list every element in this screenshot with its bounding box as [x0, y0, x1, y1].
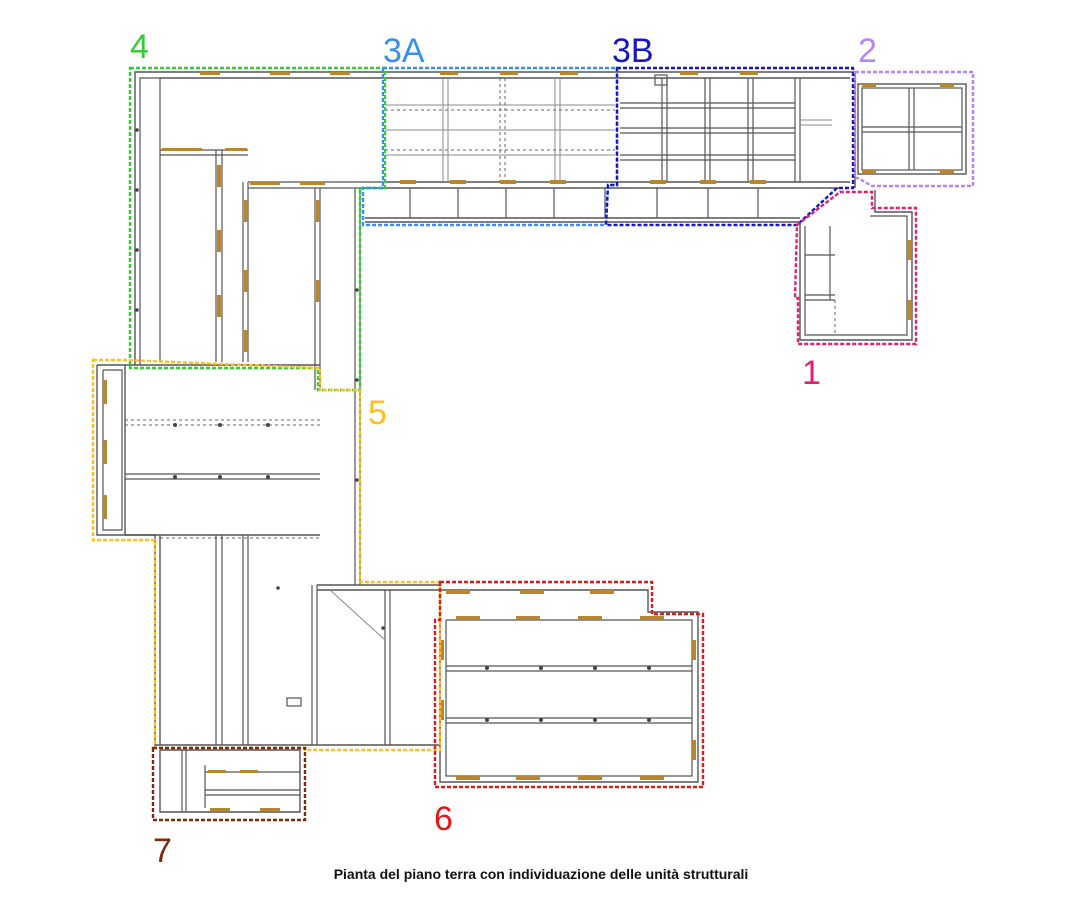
structural-columns [103, 72, 954, 811]
unit-label-3a: 3A [383, 32, 425, 70]
unit-labels: 4 3A 3B 2 1 5 6 7 [130, 28, 877, 870]
unit-4-boundary [128, 66, 387, 392]
unit-label-4: 4 [130, 28, 149, 66]
unit-3a-boundary [361, 66, 619, 227]
unit-label-3b: 3B [612, 32, 654, 70]
unit-label-7: 7 [153, 832, 172, 870]
unit-label-5: 5 [368, 394, 387, 432]
unit-6-boundary [433, 580, 705, 789]
unit-label-6: 6 [434, 800, 453, 838]
pillar-dots [135, 128, 651, 722]
figure-caption: Pianta del piano terra con individuazion… [333, 866, 749, 882]
building-walls [96, 71, 967, 813]
unit-label-1: 1 [802, 354, 821, 392]
unit-boundaries [91, 66, 975, 822]
unit-7-boundary [151, 746, 307, 822]
unit-1-boundary [793, 190, 918, 346]
unit-2-boundary [853, 70, 975, 188]
unit-5-boundary [91, 358, 442, 752]
unit-label-2: 2 [858, 32, 877, 70]
unit-3b-boundary [604, 66, 855, 227]
